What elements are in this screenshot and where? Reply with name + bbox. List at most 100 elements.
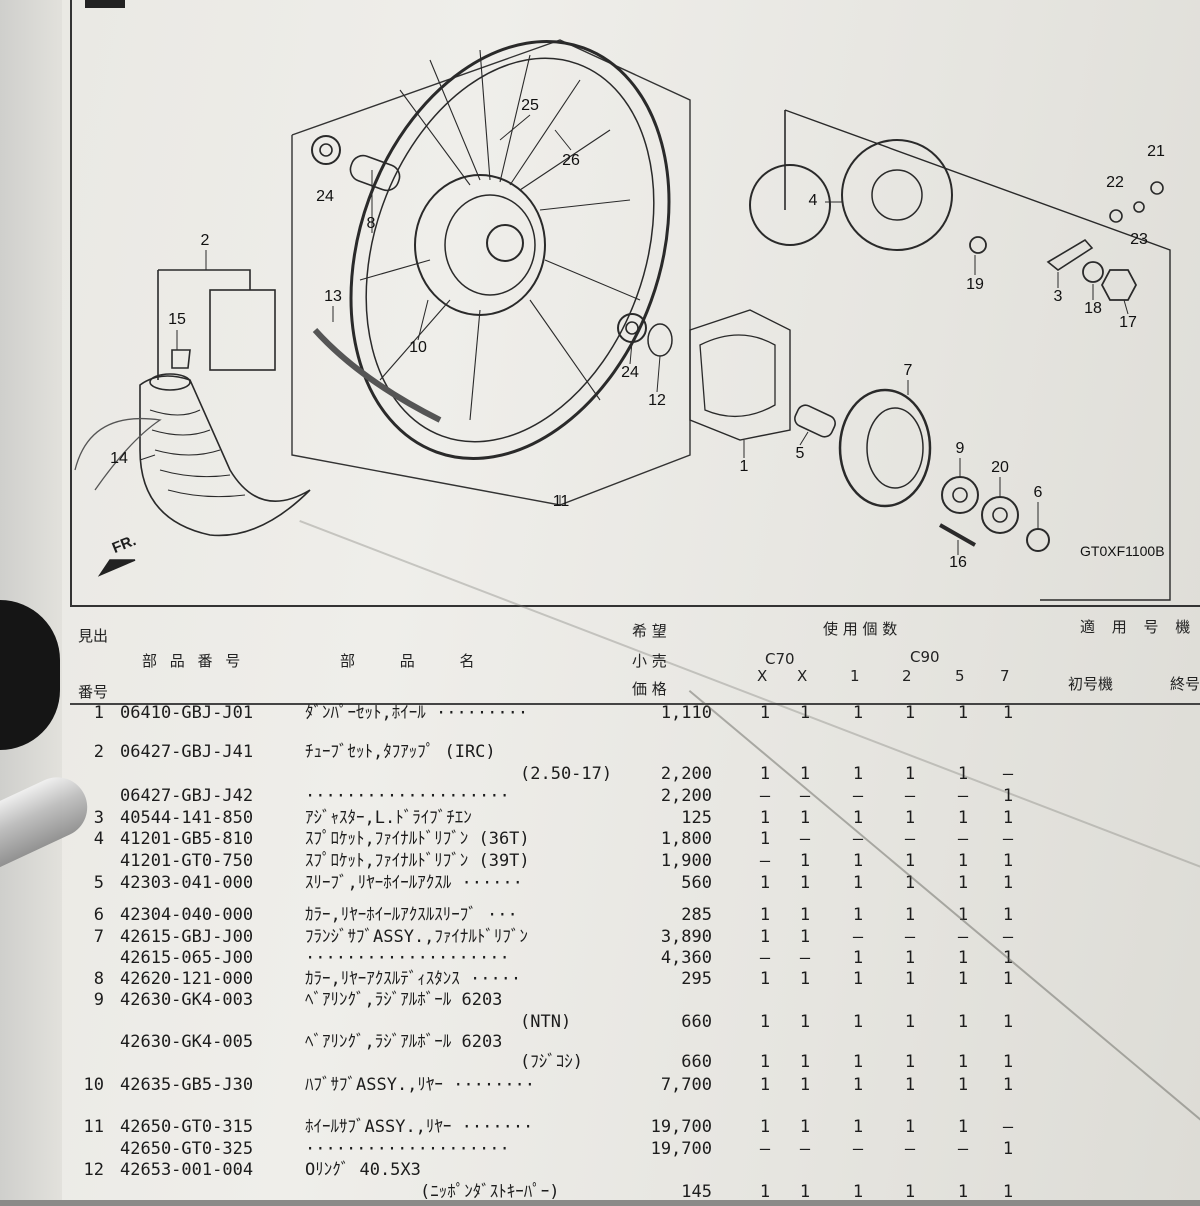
callout-24b: 24: [621, 364, 639, 381]
callout-8: 8: [366, 215, 376, 232]
o-ring-large: [749, 164, 831, 246]
row-part-name: ····················: [305, 948, 510, 968]
row-part-name: ﾍﾞｱﾘﾝｸﾞ,ﾗｼﾞｱﾙﾎﾞｰﾙ 6203: [305, 990, 503, 1010]
row-qty: 1: [759, 927, 771, 947]
variant-header: 7: [1000, 667, 1010, 685]
row-part-number: 41201-GB5-810: [120, 829, 254, 849]
row-qty: 1: [1002, 873, 1014, 893]
callout-17: 17: [1119, 314, 1137, 331]
row-qty: 1: [759, 873, 771, 893]
row-qty: 1: [957, 948, 969, 968]
row-qty: 1: [904, 851, 916, 871]
flange-assy: [838, 388, 932, 508]
damper-box: [689, 309, 791, 441]
row-qty: 1: [852, 851, 864, 871]
row-qty: –: [759, 948, 771, 968]
row-qty: 1: [1002, 1182, 1014, 1202]
row-ref-no: 3: [93, 808, 104, 828]
row-ref-no: 9: [93, 990, 104, 1010]
row-qty: –: [759, 851, 771, 871]
row-qty: 1: [759, 703, 771, 723]
rim: [349, 40, 671, 460]
row-qty: 1: [852, 873, 864, 893]
variant-header: X: [797, 667, 808, 685]
sprocket-assembly-outline: [784, 109, 1171, 601]
variant-header: 5: [955, 667, 965, 685]
callout-15: 15: [168, 311, 186, 328]
row-qty: 1: [759, 1182, 771, 1202]
row-qty: 1: [759, 1075, 771, 1095]
row-part-name: ｽﾘｰﾌﾞ,ﾘﾔｰﾎｲｰﾙｱｸｽﾙ ······: [305, 873, 523, 893]
callout-3: 3: [1053, 288, 1063, 305]
row-price: 1,110: [660, 703, 712, 723]
row-part-name: ﾎｲｰﾙｻﾌﾞASSY.,ﾘﾔｰ ·······: [305, 1117, 534, 1137]
row-qty: 1: [904, 873, 916, 893]
row-part-name: ﾁｭｰﾌﾞｾｯﾄ,ﾀﾌｱｯﾌﾟ (IRC): [305, 742, 496, 762]
row-qty: 1: [759, 764, 771, 784]
callout-24a: 24: [316, 188, 334, 205]
row-part-number: 41201-GT0-750: [120, 851, 254, 871]
row-qty: –: [799, 829, 811, 849]
row-part-number: 40544-141-850: [120, 808, 254, 828]
row-ref-no: 2: [93, 742, 104, 762]
row-ref-no: 7: [93, 927, 104, 947]
row-part-number: 42615-GBJ-J00: [120, 927, 254, 947]
row-qty: 1: [1002, 703, 1014, 723]
row-ref-no: 11: [83, 1117, 104, 1137]
callout-5: 5: [795, 445, 805, 462]
diagram-code: GT0XF1100B: [1080, 543, 1165, 559]
row-qty: 1: [759, 1012, 771, 1032]
model-c90-header: C90: [910, 648, 940, 666]
row-qty: 1: [904, 1012, 916, 1032]
row-qty: 1: [852, 1182, 864, 1202]
tire-tread: [149, 409, 246, 498]
applicable-serial-header: 適 用 号 機: [1080, 618, 1191, 636]
first-serial-header: 初号機: [1068, 675, 1114, 693]
callout-22: 22: [1106, 174, 1124, 191]
row-price: 295: [681, 969, 712, 989]
row-qty: 1: [1002, 969, 1014, 989]
row-part-number: 06410-GBJ-J01: [120, 703, 254, 723]
row-qty: –: [759, 786, 771, 806]
row-qty: 1: [957, 1012, 969, 1032]
row-qty: –: [957, 829, 969, 849]
exploded-parts-diagram: [74, 39, 1171, 601]
row-part-name: (2.50-17): [520, 764, 613, 784]
callout-7: 7: [903, 362, 913, 379]
ref-no-header-bottom: 番号: [78, 683, 109, 701]
row-qty: –: [799, 948, 811, 968]
row-ref-no: 8: [93, 969, 104, 989]
row-qty: 1: [759, 1052, 771, 1072]
front-direction-arrow: [97, 559, 136, 577]
row-ref-no: 1: [93, 703, 104, 723]
row-qty: 1: [852, 808, 864, 828]
row-part-name: ｶﾗｰ,ﾘﾔｰｱｸｽﾙﾃﾞｨｽﾀﾝｽ ·····: [305, 969, 522, 989]
row-qty: 1: [799, 808, 811, 828]
row-qty: 1: [799, 927, 811, 947]
variant-header: X: [757, 667, 768, 685]
row-qty: 1: [1002, 851, 1014, 871]
row-qty: 1: [957, 1075, 969, 1095]
row-qty: 1: [799, 969, 811, 989]
row-qty: –: [1002, 764, 1014, 784]
callout-16: 16: [949, 554, 967, 571]
row-qty: –: [799, 786, 811, 806]
row-qty: 1: [904, 808, 916, 828]
row-price: 125: [681, 808, 712, 828]
ref-no-header-top: 見出: [78, 627, 109, 645]
callout-9: 9: [955, 440, 965, 457]
row-qty: 1: [904, 905, 916, 925]
row-qty: 1: [957, 808, 969, 828]
row-part-number: 06427-GBJ-J41: [120, 742, 254, 762]
price-header-3: 価 格: [632, 680, 667, 698]
row-qty: –: [759, 1139, 771, 1159]
row-part-name: ｶﾗｰ,ﾘﾔｰﾎｲｰﾙｱｸｽﾙｽﾘｰﾌﾞ ···: [305, 905, 518, 925]
row-qty: –: [1002, 829, 1014, 849]
tube-set-label-card: [209, 289, 276, 371]
row-ref-no: 5: [93, 873, 104, 893]
row-price: 560: [681, 873, 712, 893]
row-ref-no: 12: [83, 1160, 104, 1180]
row-part-number: 42304-040-000: [120, 905, 254, 925]
row-qty: 1: [957, 1117, 969, 1137]
